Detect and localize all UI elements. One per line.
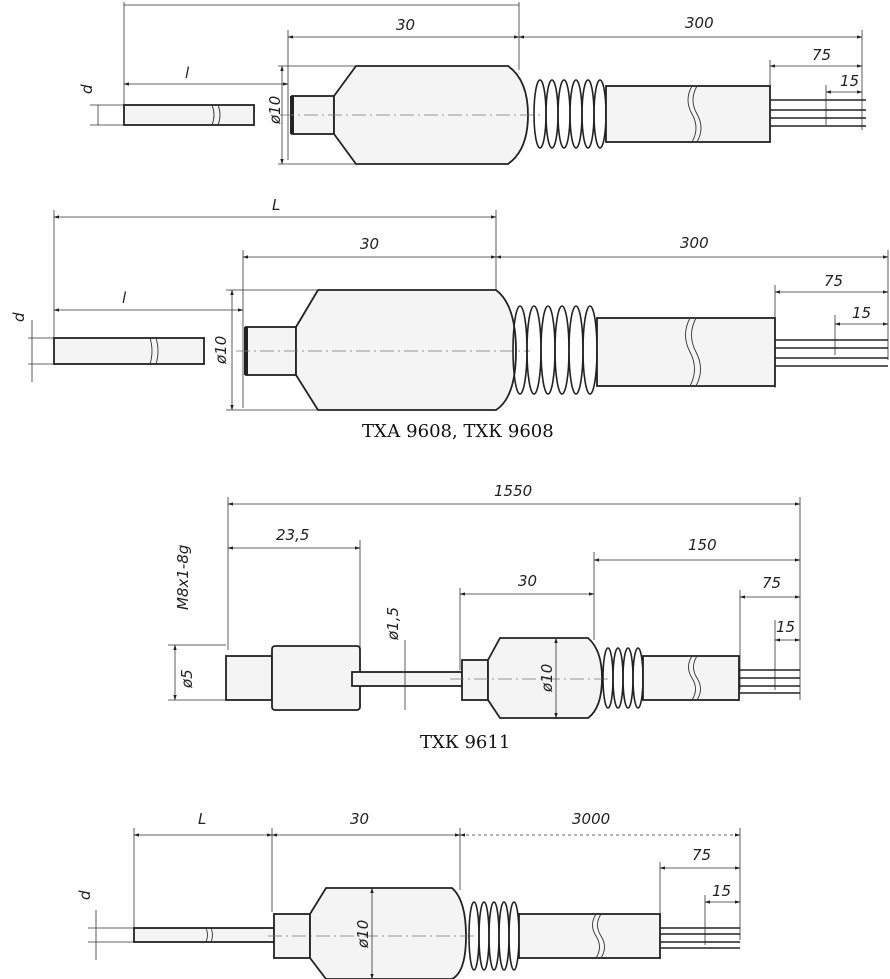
fig1-cable-length: 300	[685, 14, 714, 32]
fig3-cable-length: 150	[688, 536, 717, 554]
fig1-l-label: l	[185, 64, 190, 82]
fig2-strip-length: 15	[852, 304, 871, 322]
fig3-thread-spec: М8х1-8g	[174, 545, 192, 610]
fig3-lead-length: 75	[762, 574, 781, 592]
fig2-cable-length: 300	[680, 234, 709, 252]
fig3-body-length: 30	[518, 572, 537, 590]
fig3-caption: ТХК 9611	[420, 732, 510, 753]
fig4-body-length: 30	[350, 810, 369, 828]
fig3-dia-small: ø5	[178, 669, 196, 689]
fig2-L-label: L	[272, 196, 280, 214]
fig3-diameter: ø10	[538, 664, 556, 693]
fig2-caption: ТХА 9608, ТХК 9608	[362, 421, 554, 442]
fig1-body-length: 30	[396, 16, 415, 34]
fig3-strip-length: 15	[776, 618, 795, 636]
fig3-thread-length: 23,5	[276, 526, 309, 544]
figure-2: L 30 300 75 15 d l	[10, 196, 889, 442]
fig2-body-length: 30	[360, 235, 379, 253]
fig3-dia-tube: ø1,5	[384, 607, 402, 641]
fig2-lead-length: 75	[824, 272, 843, 290]
fig1-lead-length: 75	[812, 46, 831, 64]
fig4-L-label: L	[198, 810, 206, 828]
fig2-l-label: l	[122, 289, 127, 307]
fig1-diameter: ø10	[266, 96, 284, 125]
fig4-cable-length: 3000	[572, 810, 610, 828]
fig2-diameter: ø10	[212, 336, 230, 365]
fig2-d-label: d	[10, 312, 28, 322]
fig3-total-length: 1550	[494, 482, 532, 500]
fig1-strip-length: 15	[840, 72, 859, 90]
fig4-strip-length: 15	[712, 882, 731, 900]
figure-4: L 30 3000 75 15 d ø10	[76, 810, 741, 979]
fig1-d-label: d	[78, 84, 96, 94]
fig4-lead-length: 75	[692, 846, 711, 864]
fig4-diameter: ø10	[354, 920, 372, 949]
figure-1: 30 300 75 15 d l ø10	[78, 2, 866, 165]
fig4-d-label: d	[76, 890, 94, 900]
figure-3: 1550 23,5 М8х1-8g ø5 ø1,5 30 ø10 150	[168, 482, 801, 753]
